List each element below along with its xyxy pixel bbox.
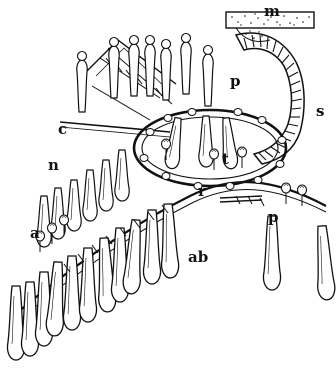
- label-p-top: p: [230, 72, 241, 90]
- inner-tentacles: [162, 116, 247, 170]
- label-c: c: [58, 120, 67, 138]
- label-t: t: [222, 150, 229, 168]
- label-p-bottom: p: [268, 208, 279, 226]
- label-n: n: [48, 156, 59, 174]
- label-r: r: [198, 182, 207, 200]
- label-m: m: [264, 2, 280, 20]
- stub-r: [220, 196, 262, 202]
- label-s: s: [316, 102, 324, 120]
- label-a: a: [30, 224, 40, 242]
- upper-polyps: [77, 34, 213, 113]
- stalk-s: [236, 33, 304, 164]
- label-ab: ab: [188, 248, 208, 266]
